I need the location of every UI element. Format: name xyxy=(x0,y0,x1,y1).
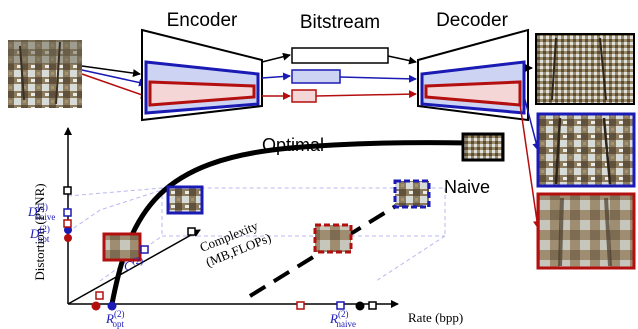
complexity-axis-label: Complexity (MB,FLOPs) xyxy=(198,218,274,270)
input-arrows xyxy=(81,65,149,99)
thumb-naive-red xyxy=(313,223,353,254)
output-image-medium xyxy=(536,112,636,188)
output-image-low xyxy=(536,192,636,270)
r-naive-label: R(2)naive xyxy=(329,309,356,329)
decoder-block xyxy=(417,28,529,122)
c-label: C(2) xyxy=(124,256,143,273)
thumb-optimal-blue xyxy=(166,185,204,215)
output-arrows xyxy=(519,64,541,229)
d-opt-label: D(2)opt xyxy=(29,224,50,244)
input-image xyxy=(8,40,82,108)
thumb-optimal-red xyxy=(102,232,142,262)
y-axis-markers xyxy=(63,186,72,242)
d-naive-label: D(2)naive xyxy=(27,202,55,222)
bitstream-label: Bitstream xyxy=(300,12,380,33)
thumb-optimal-black xyxy=(461,132,505,162)
optimal-label: Optimal xyxy=(262,135,324,155)
complexity-markers xyxy=(140,227,196,254)
decoder-label: Decoder xyxy=(436,10,508,31)
y-axis-label: Distortion (PSNR) xyxy=(32,183,47,280)
encoder-block xyxy=(141,28,263,122)
bitstream-block xyxy=(261,47,417,103)
x-axis-label: Rate (bpp) xyxy=(408,310,463,325)
encoder-label: Encoder xyxy=(167,10,238,31)
x-axis-markers xyxy=(91,291,377,311)
optimal-curve xyxy=(109,140,471,305)
r-opt-label: R(2)opt xyxy=(105,309,124,329)
naive-label: Naive xyxy=(444,177,490,197)
output-image-full xyxy=(535,33,635,105)
thumb-naive-blue xyxy=(393,179,431,209)
